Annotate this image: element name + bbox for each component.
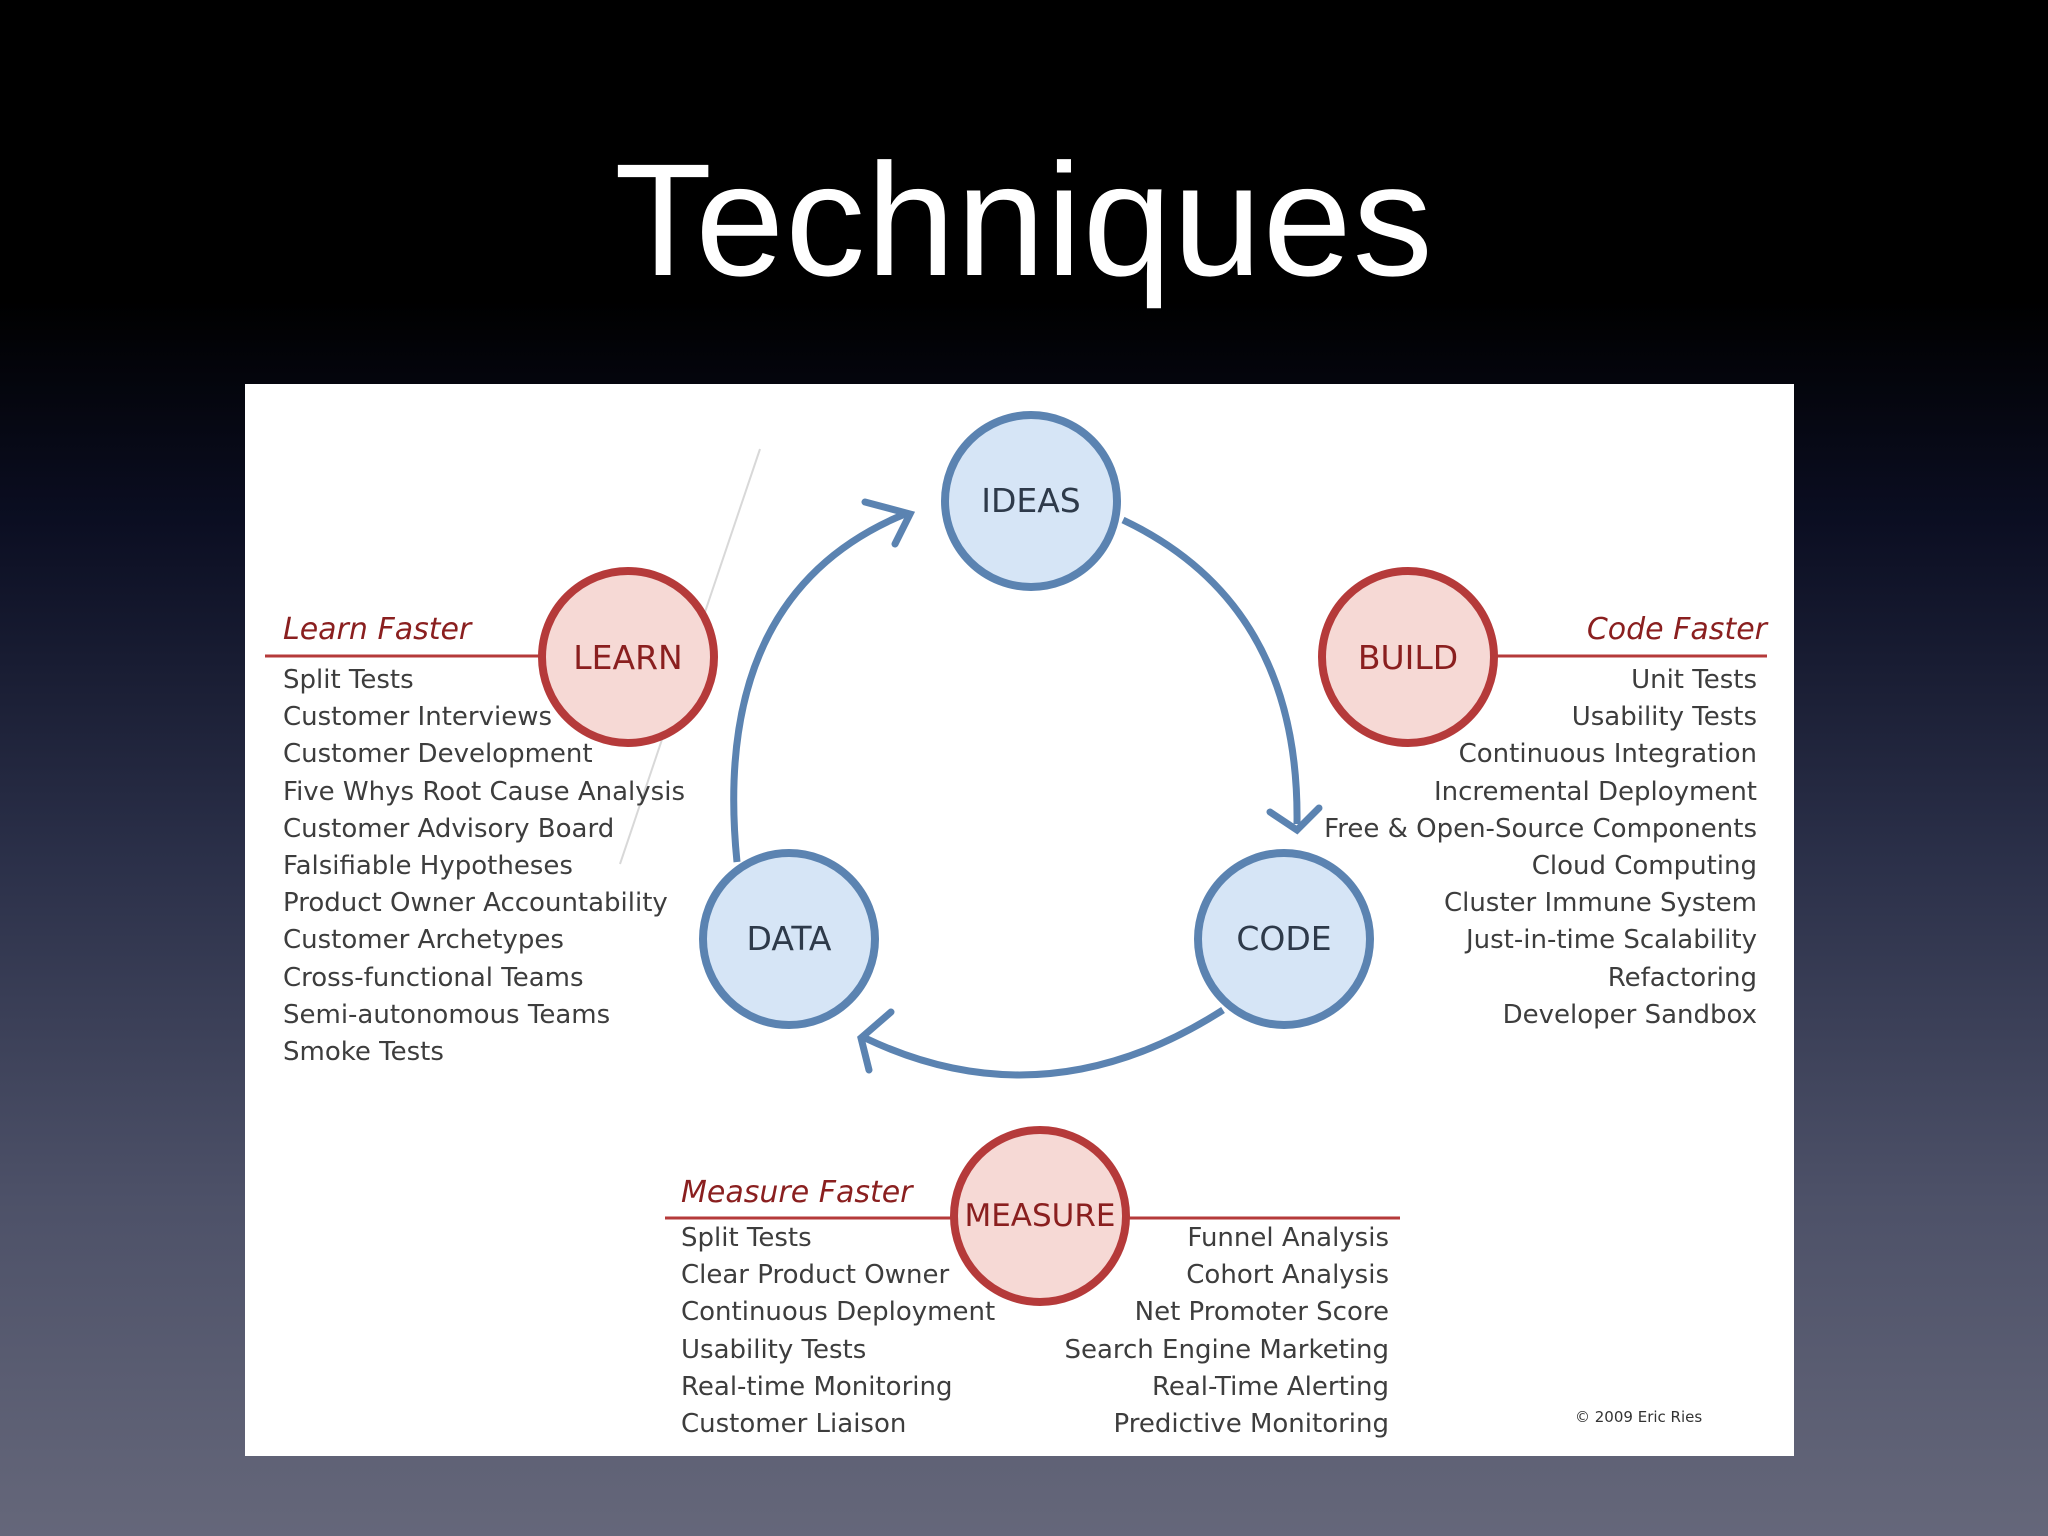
measure-faster-list-right: Funnel Analysis Cohort Analysis Net Prom… <box>1064 1220 1389 1443</box>
list-item: Predictive Monitoring <box>1113 1408 1389 1439</box>
learn-label: LEARN <box>573 638 683 677</box>
arrowhead-data <box>857 1008 895 1074</box>
list-item: Split Tests <box>283 665 414 695</box>
measure-circle <box>950 1126 1130 1306</box>
arrow-code-to-data <box>863 1007 1225 1079</box>
cycle-diagram <box>265 411 1767 1306</box>
list-item: Cohort Analysis <box>1186 1260 1389 1291</box>
learn-faster-heading: Learn Faster <box>283 612 472 647</box>
list-item: Split Tests <box>681 1223 812 1253</box>
list-item: Cloud Computing <box>1531 850 1757 881</box>
list-item: Real-Time Alerting <box>1151 1371 1389 1402</box>
measure-faster-heading: Measure Faster <box>681 1175 913 1210</box>
list-item: Smoke Tests <box>283 1036 444 1067</box>
list-item: Customer Advisory Board <box>283 813 615 844</box>
list-item: Clear Product Owner <box>681 1260 950 1291</box>
list-item: Usability Tests <box>1571 702 1757 733</box>
measure-faster-list-left: Split Tests Clear Product Owner Continuo… <box>681 1220 995 1443</box>
list-item: Semi-autonomous Teams <box>283 999 611 1030</box>
list-item: Customer Liaison <box>681 1408 907 1439</box>
list-item: Cross-functional Teams <box>283 962 584 993</box>
diagram-panel: IDEAS CODE DATA LEARN BUILD MEASURE Lear… <box>245 384 1794 1456</box>
list-item: Customer Archetypes <box>283 925 564 956</box>
code-circle <box>1194 849 1374 1029</box>
slide-title: Techniques <box>614 130 1434 309</box>
list-item: Unit Tests <box>1631 665 1757 695</box>
list-item: Incremental Deployment <box>1433 776 1757 807</box>
data-label: DATA <box>746 919 832 958</box>
list-item: Developer Sandbox <box>1502 999 1757 1030</box>
learn-circle <box>538 567 718 747</box>
list-item: Customer Development <box>283 739 593 770</box>
learn-faster-list: Split Tests Customer Interviews Customer… <box>283 662 685 1071</box>
list-item: Continuous Integration <box>1458 739 1757 770</box>
list-item: Free & Open-Source Components <box>1324 813 1757 844</box>
code-faster-list: Unit Tests Usability Tests Continuous In… <box>1324 662 1757 1034</box>
ideas-circle <box>941 411 1121 591</box>
list-item: Search Engine Marketing <box>1064 1334 1389 1365</box>
build-label: BUILD <box>1357 638 1459 677</box>
arrowhead-code <box>1266 804 1323 835</box>
ideas-label: IDEAS <box>981 481 1081 520</box>
arrow-ideas-to-code <box>1121 516 1301 825</box>
arrowhead-ideas <box>861 498 916 548</box>
data-circle <box>699 849 879 1029</box>
copyright-notice: © 2009 Eric Ries <box>1575 1408 1703 1426</box>
list-item: Product Owner Accountability <box>283 888 668 919</box>
list-item: Falsifiable Hypotheses <box>283 850 573 881</box>
code-faster-heading: Code Faster <box>1586 612 1767 647</box>
list-item: Funnel Analysis <box>1187 1223 1389 1253</box>
list-item: Refactoring <box>1607 962 1757 993</box>
list-item: Continuous Deployment <box>681 1297 996 1328</box>
arrow-data-to-ideas <box>730 510 907 863</box>
list-item: Cluster Immune System <box>1443 888 1757 919</box>
list-item: Net Promoter Score <box>1134 1297 1389 1328</box>
list-item: Real-time Monitoring <box>681 1371 953 1402</box>
measure-label: MEASURE <box>964 1198 1116 1234</box>
list-item: Customer Interviews <box>283 702 553 733</box>
code-label: CODE <box>1236 919 1332 958</box>
list-item: Just-in-time Scalability <box>1465 925 1757 956</box>
list-item: Five Whys Root Cause Analysis <box>283 776 685 807</box>
build-circle <box>1318 567 1498 747</box>
list-item: Usability Tests <box>681 1334 867 1365</box>
